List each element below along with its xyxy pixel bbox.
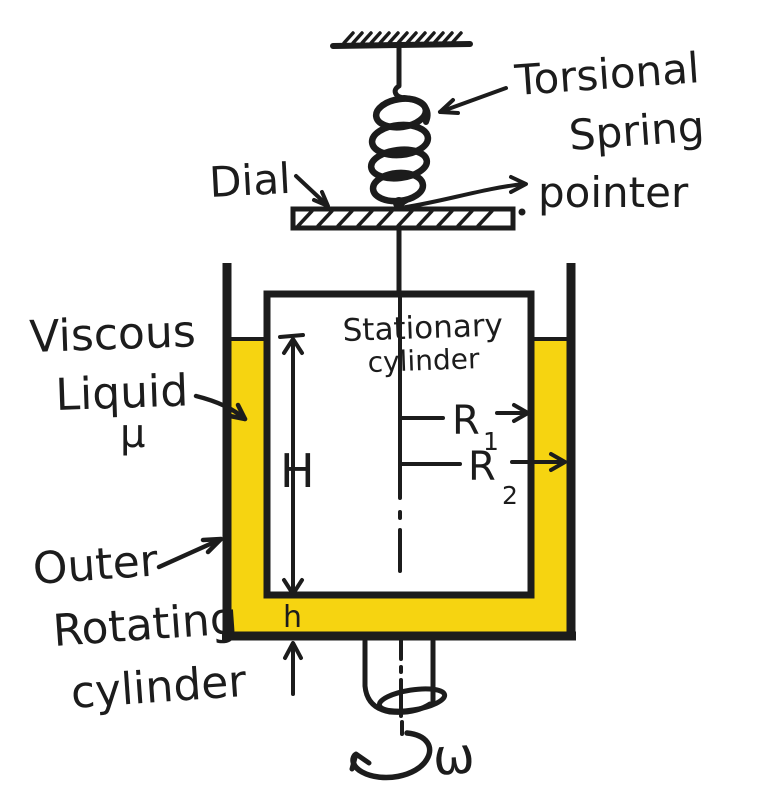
hanging-rod — [392, 44, 407, 101]
spring-anchor-dot — [393, 197, 405, 209]
drive-shaft-end-face — [376, 686, 448, 714]
stationary-cylinder-label-line2: cylinder — [367, 342, 480, 379]
bottom-plate-arrowhead — [283, 641, 303, 660]
rotation-arrow — [350, 730, 433, 781]
pointer-label-group: pointer — [404, 168, 689, 217]
pointer-label: pointer — [538, 168, 689, 217]
dimension-R1-label: R — [452, 398, 480, 444]
dimension-R1: R 1 — [399, 398, 530, 456]
dial-edge-dot — [518, 208, 526, 216]
dimension-H-top-tick — [278, 333, 305, 339]
viscous-liquid-arrowhead — [227, 402, 248, 422]
outer-cylinder-label-line2: Rotating — [51, 593, 239, 657]
dimension-R1-subscript: 1 — [483, 427, 499, 456]
dial-label: Dial — [208, 154, 292, 207]
outer-cylinder-label-line1: Outer — [31, 535, 160, 595]
outer-cylinder-arrow — [156, 537, 222, 570]
outer-cylinder-label-group: Outer Rotating cylinder — [31, 535, 249, 719]
dimension-R1-arrowhead — [512, 403, 530, 423]
viscous-liquid-label-group: Viscous Liquid μ — [29, 306, 248, 457]
dimension-R2: R 2 — [399, 444, 567, 510]
angular-velocity-label: ω — [431, 726, 477, 787]
dial-hatching — [296, 209, 494, 228]
outer-cylinder-arrowhead — [200, 536, 224, 555]
dimension-H-arrowhead-down — [282, 578, 304, 596]
outer-cylinder-label-line3: cylinder — [69, 656, 249, 719]
spring-coil — [367, 146, 431, 182]
torsional-spring-arrow — [438, 86, 508, 114]
drive-shaft — [362, 638, 448, 715]
dial-arrowhead — [312, 190, 330, 208]
dimension-H: H — [278, 333, 315, 596]
ceiling-support — [330, 31, 473, 49]
outer-rotating-cylinder — [222, 263, 576, 641]
drive-shaft-left — [362, 638, 393, 715]
dimension-R2-label: R — [468, 444, 496, 490]
torsional-spring-label-line1: Torsional — [512, 43, 701, 105]
pointer-arrow — [404, 182, 526, 209]
rotation-arrowhead — [349, 751, 372, 772]
dimension-R2-subscript: 2 — [502, 481, 518, 510]
ceiling-hatching — [342, 31, 463, 45]
spring-coil — [368, 121, 432, 159]
rotation-indicator: ω — [349, 726, 477, 787]
torsional-spring — [367, 44, 432, 209]
dimension-h: h — [283, 600, 303, 696]
dimension-h-label: h — [283, 600, 302, 635]
torsional-spring-label-line2: Spring — [567, 102, 706, 160]
viscous-liquid-label-line2: Liquid — [55, 365, 189, 421]
dimension-H-arrowhead-up — [282, 337, 304, 355]
dial-arrow — [294, 174, 329, 207]
ceiling-line — [330, 41, 473, 49]
dimension-R2-arrowhead — [549, 452, 567, 472]
stationary-cylinder-label-line1: Stationary — [342, 307, 503, 349]
torsional-spring-label-group: Torsional Spring — [438, 43, 706, 160]
viscous-liquid-mu-symbol: μ — [120, 411, 145, 457]
torsional-spring-arrowhead — [438, 98, 460, 115]
dimension-H-label: H — [280, 444, 315, 498]
centerline — [398, 292, 404, 736]
dial-label-group: Dial — [208, 154, 330, 208]
viscous-liquid-label-line1: Viscous — [29, 306, 197, 363]
dial — [290, 206, 526, 231]
pointer-arrowhead — [509, 175, 528, 194]
